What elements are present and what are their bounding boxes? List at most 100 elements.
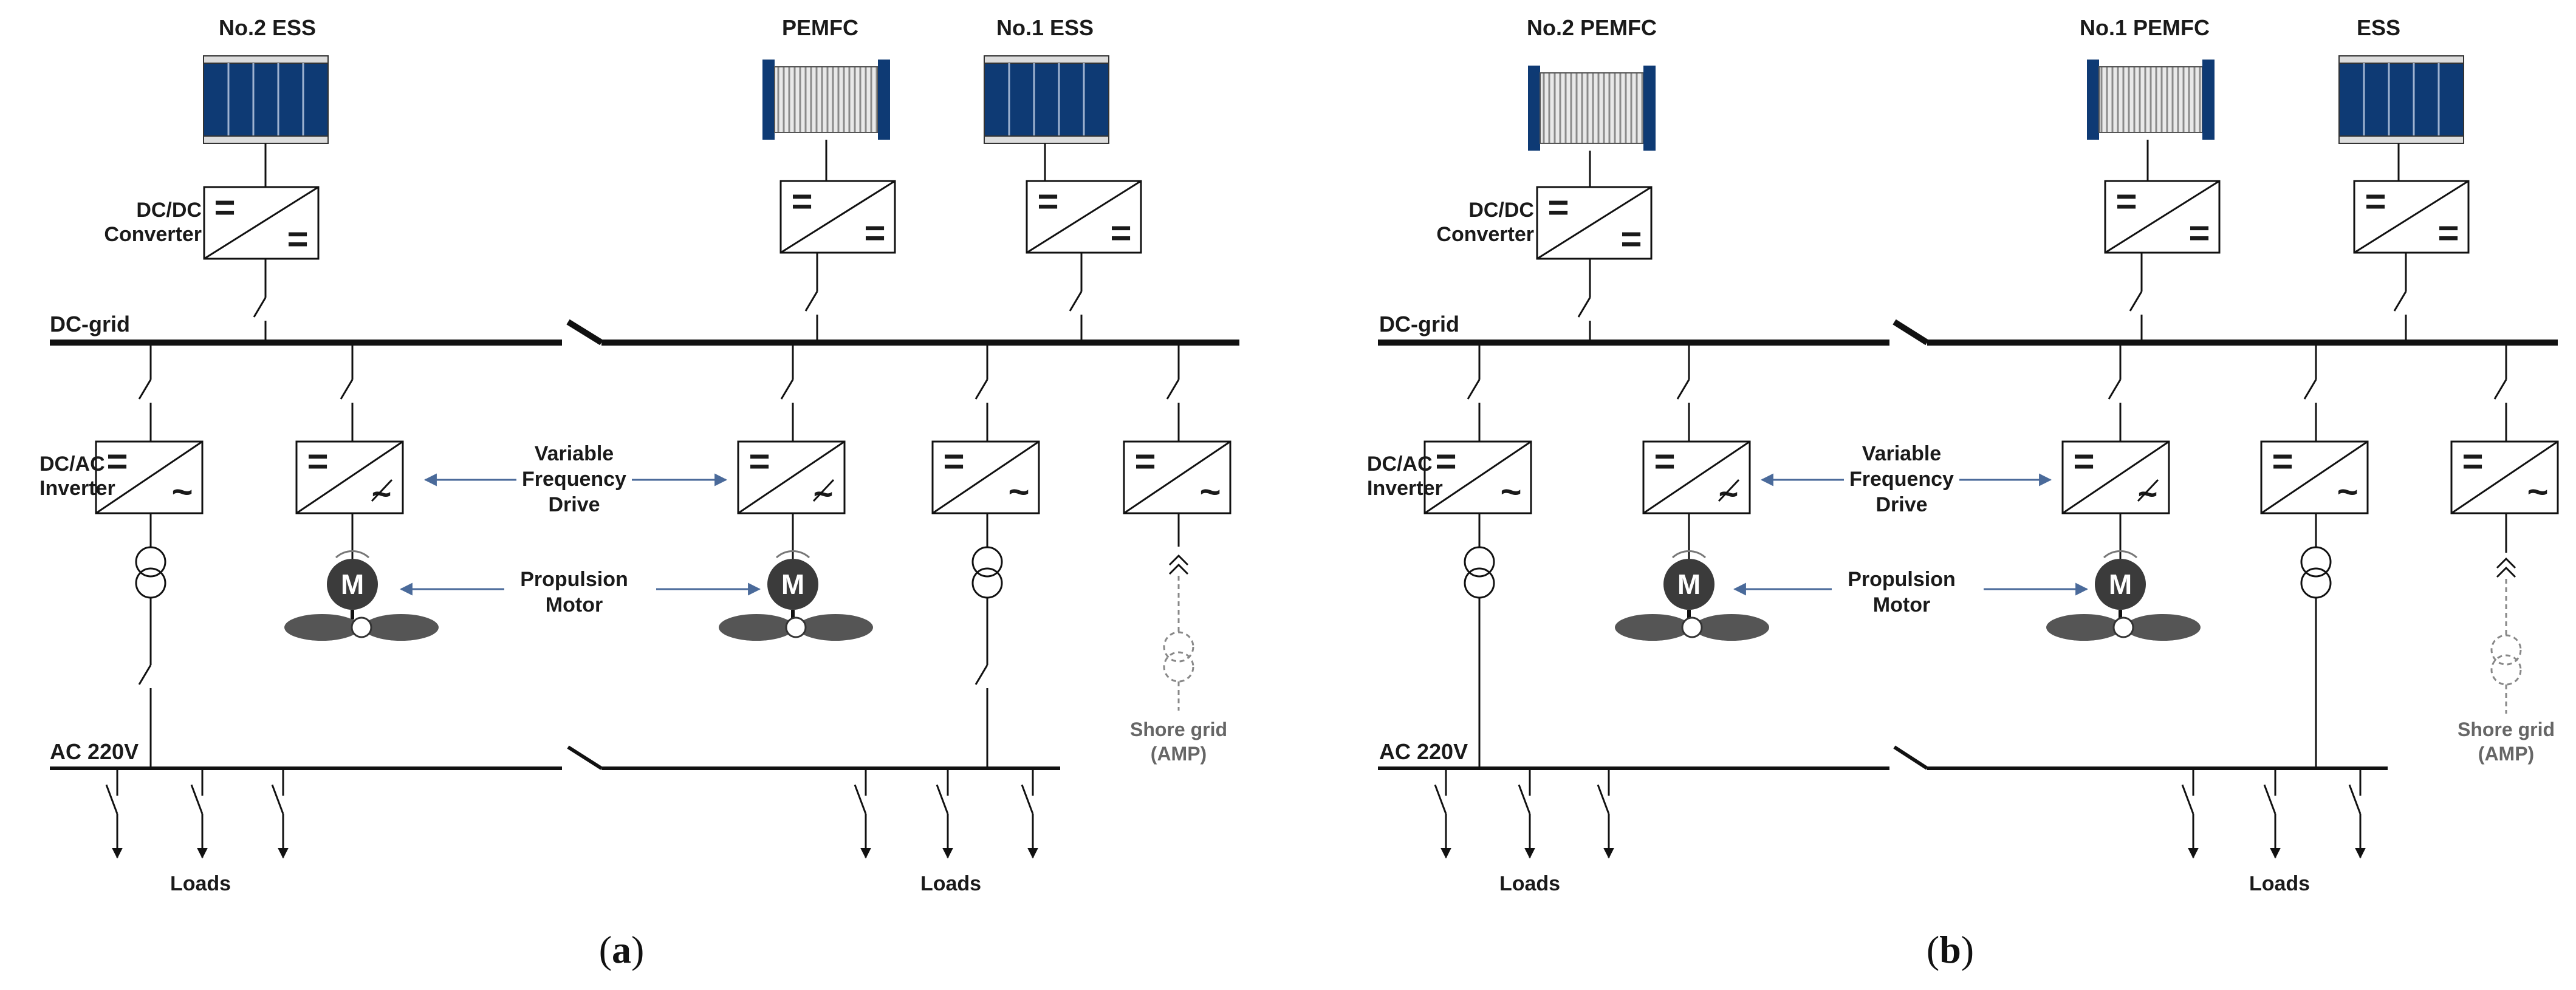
dc-ac-inverter: = ~ <box>2260 440 2369 514</box>
svg-text:=: = <box>1620 219 1642 259</box>
dc-dc-label-line2: Converter <box>1436 223 1534 246</box>
vfd-ac-symbol: ~ <box>1719 474 1739 513</box>
shore-inverter: = ~ <box>1123 440 1231 514</box>
dc-ac-inverter: = ~ <box>931 440 1040 514</box>
vfd-label-line3: Drive <box>1875 493 1927 516</box>
dc-ac-inverter: = ~ <box>95 440 204 514</box>
source-label-no1-ess: No.1 ESS <box>996 15 1094 40</box>
shore-grid-transformer-icon <box>2490 579 2522 714</box>
propulsion-motor-icon: M <box>284 513 439 641</box>
svg-text:~: ~ <box>171 471 193 512</box>
load-feeders <box>105 768 1038 859</box>
dc-dc-converter: = = <box>1026 180 1142 254</box>
svg-text:=: = <box>2365 181 2386 222</box>
dc-dc-converter: = = <box>2104 180 2221 254</box>
shore-grid-transformer-icon <box>1163 576 1194 711</box>
ess-battery-icon <box>984 55 1109 144</box>
vfd-ac-symbol: ~ <box>2138 474 2158 513</box>
motor-label-line2: Motor <box>1873 593 1930 616</box>
svg-text:M: M <box>1677 568 1701 600</box>
variable-frequency-drive: = ~ <box>1642 440 1751 514</box>
svg-text:M: M <box>781 568 804 600</box>
transformer-icon <box>1464 546 1495 578</box>
dc-ac-label-line2: Inverter <box>1367 477 1443 500</box>
shore-grid-label-line2: (AMP) <box>1151 743 1207 765</box>
loads-label: Loads <box>170 872 231 895</box>
svg-text:M: M <box>341 568 364 600</box>
svg-text:=: = <box>791 181 812 222</box>
panel-b: No.2 PEMFC No.1 PEMFC ESS <box>1367 15 2559 971</box>
source-label-pemfc: PEMFC <box>782 15 858 40</box>
svg-text:=: = <box>943 441 964 482</box>
svg-text:=: = <box>1435 441 1456 482</box>
svg-text:=: = <box>2115 181 2137 222</box>
dc-dc-converter: = = <box>2353 180 2470 254</box>
vfd-label-line3: Drive <box>548 493 600 516</box>
fuel-cell-stack-icon <box>2087 60 2215 140</box>
vfd-ac-symbol: ~ <box>814 474 834 513</box>
propulsion-motor-icon: M <box>1615 513 1769 641</box>
propulsion-motor-icon: M <box>719 513 873 641</box>
dc-dc-converter: = = <box>1536 186 1653 260</box>
bus-tie-breaker <box>566 319 603 346</box>
loads-label: Loads <box>2249 872 2310 895</box>
fuel-cell-stack-icon <box>1528 66 1656 151</box>
dc-dc-label-line1: DC/DC <box>136 199 202 222</box>
motor-label-line1: Propulsion <box>520 568 628 591</box>
motor-label-line2: Motor <box>546 593 603 616</box>
svg-text:~: ~ <box>1199 471 1221 512</box>
source-label-ess: ESS <box>2357 15 2400 40</box>
variable-frequency-drive: = ~ <box>295 440 404 514</box>
source-label-no2-pemfc: No.2 PEMFC <box>1527 15 1657 40</box>
svg-text:=: = <box>864 213 885 253</box>
variable-frequency-drive: = ~ <box>737 440 846 514</box>
svg-text:=: = <box>2462 441 2483 482</box>
dc-ac-label-line1: DC/AC <box>1367 452 1433 476</box>
shore-grid-label-line2: (AMP) <box>2478 743 2534 765</box>
vfd-ac-symbol: ~ <box>372 474 392 513</box>
svg-text:=: = <box>2073 441 2094 482</box>
svg-text:~: ~ <box>1008 471 1029 512</box>
load-feeders <box>1434 768 2366 859</box>
ess-battery-icon <box>203 55 329 144</box>
motor-label-line1: Propulsion <box>1848 568 1956 591</box>
vfd-label-line2: Frequency <box>522 468 626 491</box>
transformer-icon <box>971 546 1003 578</box>
loads-label: Loads <box>920 872 981 895</box>
vfd-label-line2: Frequency <box>1849 468 1954 491</box>
panel-a: No.2 ESS PEMFC No.1 ESS <box>39 15 1239 971</box>
propulsion-motor-icon: M <box>2046 513 2201 641</box>
loads-label: Loads <box>1499 872 1560 895</box>
svg-text:~: ~ <box>2527 471 2548 512</box>
shore-grid-label-line1: Shore grid <box>2458 719 2555 740</box>
ac-bus-tie-breaker <box>567 745 603 770</box>
dc-dc-label-line2: Converter <box>104 223 202 246</box>
dc-dc-converter: = = <box>203 186 320 260</box>
dc-ac-label-line2: Inverter <box>39 477 115 500</box>
ac-bus-label: AC 220V <box>1379 739 1468 764</box>
svg-text:M: M <box>2109 568 2132 600</box>
ess-battery-icon <box>2338 55 2464 144</box>
variable-frequency-drive: = ~ <box>2061 440 2170 514</box>
vfd-label-line1: Variable <box>535 442 614 465</box>
ac-bus-tie-breaker <box>1893 745 1928 770</box>
dc-grid-label: DC-grid <box>50 312 130 336</box>
svg-text:=: = <box>1110 213 1131 253</box>
svg-text:=: = <box>1134 441 1156 482</box>
caption-a: (a) <box>599 928 645 971</box>
source-label-no2-ess: No.2 ESS <box>219 15 316 40</box>
dc-dc-label-line1: DC/DC <box>1468 199 1534 222</box>
svg-text:=: = <box>2437 213 2459 253</box>
caption-b: (b) <box>1927 928 1974 971</box>
transformer-icon <box>135 546 166 578</box>
svg-text:~: ~ <box>2337 471 2358 512</box>
source-label-no1-pemfc: No.1 PEMFC <box>2080 15 2210 40</box>
svg-text:=: = <box>1037 181 1058 222</box>
svg-text:=: = <box>106 441 128 482</box>
dc-grid-label: DC-grid <box>1379 312 1459 336</box>
shore-inverter: = ~ <box>2450 440 2559 514</box>
svg-text:~: ~ <box>1500 471 1521 512</box>
bus-tie-breaker <box>1893 319 1929 346</box>
